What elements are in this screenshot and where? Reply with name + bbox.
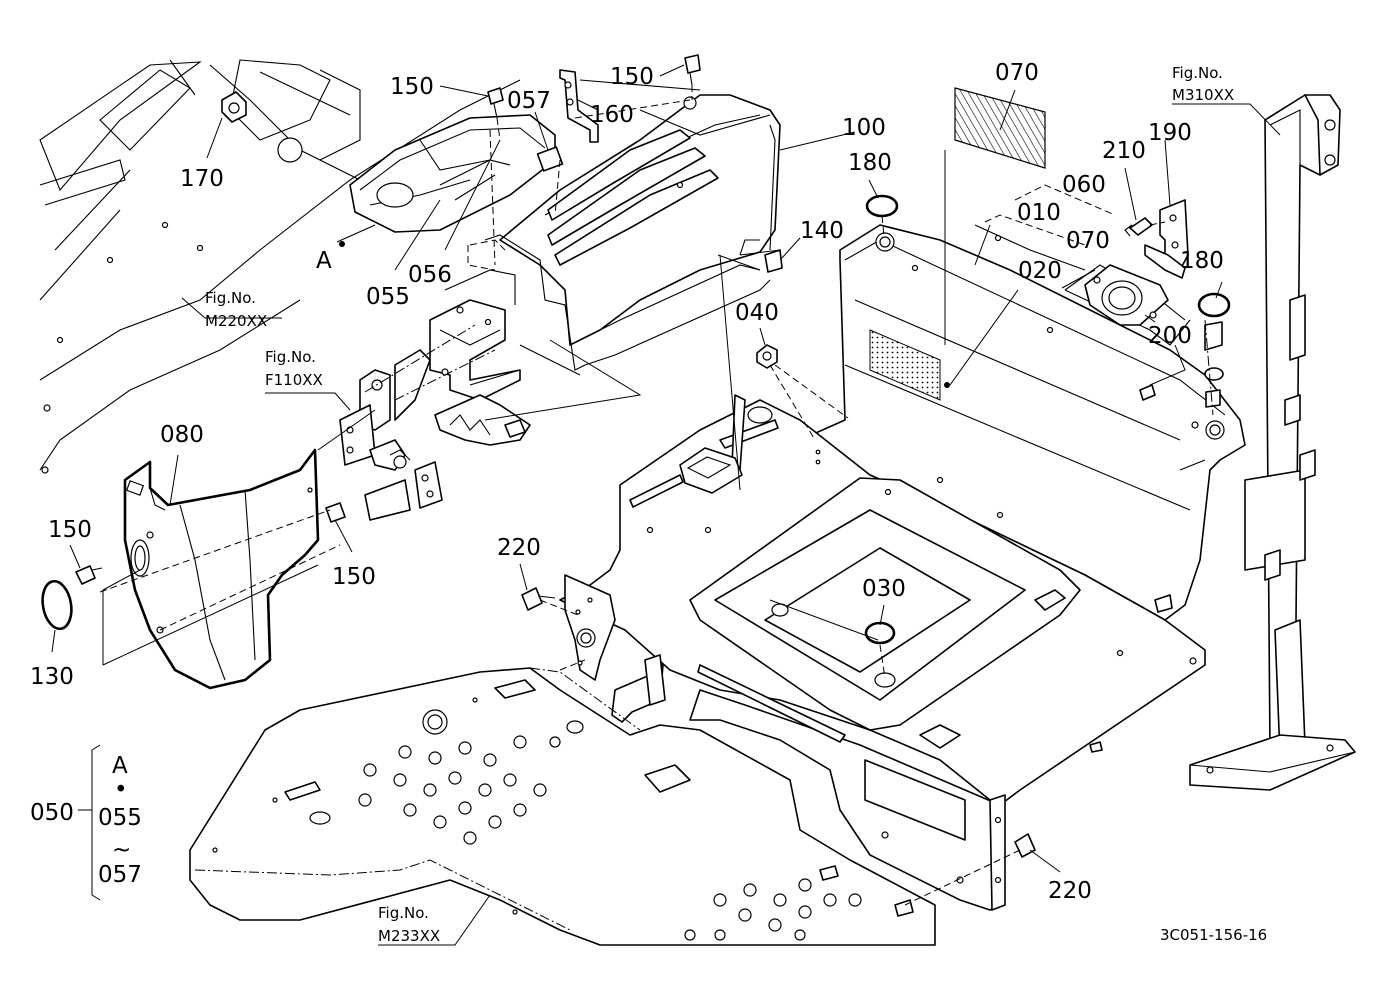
label-020[interactable]: 020 xyxy=(1018,258,1062,284)
label-030[interactable]: 030 xyxy=(862,576,906,602)
svg-text:057: 057 xyxy=(98,862,142,888)
bolt-150-left[interactable] xyxy=(75,565,103,585)
label-010[interactable]: 010 xyxy=(1017,200,1061,226)
label-200[interactable]: 200 xyxy=(1148,323,1192,349)
kit-legend-050: 050 A • 055 ~ 057 xyxy=(30,753,142,888)
label-180-right[interactable]: 180 xyxy=(1180,248,1224,274)
label-080[interactable]: 080 xyxy=(160,422,204,448)
svg-text:M233XX: M233XX xyxy=(378,927,440,945)
label-220-left[interactable]: 220 xyxy=(497,535,541,561)
label-170[interactable]: 170 xyxy=(180,166,224,192)
bolt-150-cover[interactable] xyxy=(325,502,346,523)
sticker-070[interactable] xyxy=(954,87,1046,169)
side-cover-080[interactable] xyxy=(123,448,320,690)
label-180-left[interactable]: 180 xyxy=(848,150,892,176)
label-150-top[interactable]: 150 xyxy=(610,64,654,90)
svg-text:•: • xyxy=(114,777,128,803)
floor-panel-m233 xyxy=(189,667,936,946)
svg-text:055: 055 xyxy=(98,805,142,831)
fig-ref-m310[interactable]: Fig.No. M310XX xyxy=(1172,64,1234,104)
bolt-220-right[interactable] xyxy=(1014,833,1036,858)
label-060[interactable]: 060 xyxy=(1062,172,1106,198)
fig-ref-f110[interactable]: Fig.No. F110XX xyxy=(265,348,323,389)
roll-bar-post-m310 xyxy=(1189,94,1356,791)
seat-cushion-assembly[interactable] xyxy=(349,114,564,233)
label-assembly-a[interactable]: A xyxy=(316,248,332,274)
label-150-seat[interactable]: 150 xyxy=(390,74,434,100)
side-brackets-f110[interactable] xyxy=(339,369,443,521)
svg-text:Fig.No.: Fig.No. xyxy=(265,348,316,366)
bolt-150-seat[interactable] xyxy=(487,87,504,119)
label-140[interactable]: 140 xyxy=(800,218,844,244)
bracket-190[interactable] xyxy=(1144,199,1189,279)
svg-text:Fig.No.: Fig.No. xyxy=(378,904,429,922)
svg-text:~: ~ xyxy=(112,837,131,863)
fig-ref-m220[interactable]: Fig.No. M220XX xyxy=(205,289,267,330)
label-055[interactable]: 055 xyxy=(366,284,410,310)
lever-guide-cover-100[interactable] xyxy=(484,79,781,371)
label-190[interactable]: 190 xyxy=(1148,120,1192,146)
plate-200[interactable] xyxy=(1084,264,1169,326)
svg-text:Fig.No.: Fig.No. xyxy=(205,289,256,307)
fig-ref-m233[interactable]: Fig.No. M233XX xyxy=(378,904,440,945)
label-220-right[interactable]: 220 xyxy=(1048,878,1092,904)
document-code: 3C051-156-16 xyxy=(1160,926,1267,944)
label-150-left[interactable]: 150 xyxy=(48,517,92,543)
bolt-210[interactable] xyxy=(1124,217,1153,237)
seat-base-plate[interactable] xyxy=(559,224,1246,911)
label-056[interactable]: 056 xyxy=(408,262,452,288)
bolt-150-top[interactable] xyxy=(684,54,701,86)
label-070-kit[interactable]: 070 xyxy=(1066,228,1110,254)
svg-text:M310XX: M310XX xyxy=(1172,86,1234,104)
bolt-170[interactable] xyxy=(221,91,247,123)
cap-180-left[interactable] xyxy=(865,194,899,218)
label-040[interactable]: 040 xyxy=(735,300,779,326)
label-130[interactable]: 130 xyxy=(30,664,74,690)
lever-bracket-stand[interactable] xyxy=(394,269,531,446)
label-050[interactable]: 050 xyxy=(30,800,74,826)
label-100[interactable]: 100 xyxy=(842,115,886,141)
label-070-sticker[interactable]: 070 xyxy=(995,60,1039,86)
bolt-220-left[interactable] xyxy=(521,587,556,611)
callout-labels: 150 150 057 160 100 170 180 140 070 210 … xyxy=(30,60,1224,904)
bolt-140[interactable] xyxy=(764,249,783,273)
label-210[interactable]: 210 xyxy=(1102,138,1146,164)
svg-text:M220XX: M220XX xyxy=(205,312,267,330)
svg-text:F110XX: F110XX xyxy=(265,371,323,389)
nut-040[interactable] xyxy=(756,344,778,369)
svg-text:A: A xyxy=(112,753,128,779)
label-160[interactable]: 160 xyxy=(590,102,634,128)
grommet-130[interactable] xyxy=(39,579,75,631)
label-057[interactable]: 057 xyxy=(507,88,551,114)
label-150-cover[interactable]: 150 xyxy=(332,564,376,590)
leader-lines xyxy=(51,64,1281,946)
bracket-160[interactable] xyxy=(559,69,599,143)
svg-text:Fig.No.: Fig.No. xyxy=(1172,64,1223,82)
